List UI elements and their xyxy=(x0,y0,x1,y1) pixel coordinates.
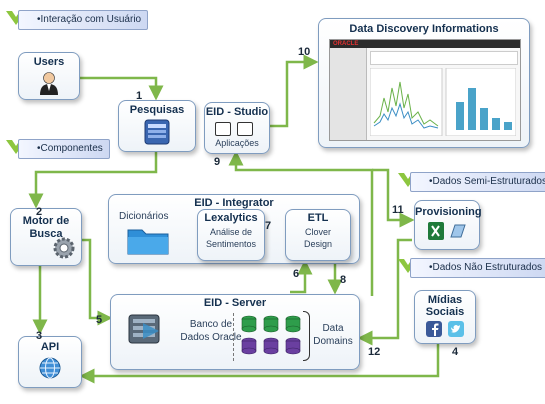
clover-label-2: Design xyxy=(303,239,332,249)
arrow-9 xyxy=(228,150,374,296)
dashboard-kpis xyxy=(370,51,518,65)
step-number-5: 5 xyxy=(96,314,103,326)
server-title: EID - Server xyxy=(203,297,267,309)
step-number-11: 11 xyxy=(392,204,404,216)
tag-interacao-label: •Interação com Usuário xyxy=(18,10,149,30)
facebook-icon xyxy=(426,321,442,337)
arrow-10 xyxy=(268,54,319,128)
motor-node: Motor de Busca xyxy=(10,208,82,266)
dashboard-screenshot: ORACLE xyxy=(329,39,521,141)
banco-label-1: Banco de xyxy=(189,319,233,330)
users-title: Users xyxy=(33,56,65,68)
data-domains-label-2: Domains xyxy=(313,336,353,347)
api-title: API xyxy=(40,341,60,353)
brace xyxy=(303,311,310,361)
provisioning-title: Provisioning xyxy=(415,206,482,218)
arrow-6 xyxy=(290,259,313,294)
integrator-node: EID - Integrator Dicionários Lexalytics … xyxy=(108,194,360,264)
tag-componentes-label: •Componentes xyxy=(18,139,110,159)
midias-title-1: Mídias xyxy=(427,294,463,306)
step-number-7: 7 xyxy=(265,220,272,232)
step-number-1: 1 xyxy=(136,90,143,102)
folder-icon xyxy=(127,229,169,255)
banco-label-2: Dados Oracle xyxy=(180,332,242,343)
divider xyxy=(233,313,234,361)
excel-icon xyxy=(428,222,444,240)
dashboard-charts xyxy=(370,68,516,136)
motor-title-1: Motor de xyxy=(22,215,70,227)
step-number-4: 4 xyxy=(452,346,459,358)
motor-title-2: Busca xyxy=(29,228,63,240)
tag-semi-label: •Dados Semi-Estruturados xyxy=(410,172,545,192)
clover-label-1: Clover xyxy=(304,227,331,237)
server-node: EID - Server Banco de Dados Oracle Data … xyxy=(110,294,360,370)
window-icon xyxy=(215,122,231,136)
arrow-2 xyxy=(28,150,158,209)
globe-icon xyxy=(39,357,61,379)
step-number-10: 10 xyxy=(298,46,311,58)
search-app-icon xyxy=(144,119,170,145)
user-icon xyxy=(40,72,58,95)
step-number-8: 8 xyxy=(340,274,347,286)
twitter-icon xyxy=(448,321,464,337)
arrow-11 xyxy=(372,168,415,228)
discovery-node: Data Discovery Informations ORACLE xyxy=(318,18,530,148)
window-icon xyxy=(237,122,253,136)
api-node: API xyxy=(18,336,82,388)
dashboard-header: ORACLE xyxy=(330,40,520,48)
step-number-2: 2 xyxy=(36,206,43,218)
document-icon xyxy=(450,224,466,238)
gear-icon xyxy=(53,237,75,259)
database-icon xyxy=(128,314,160,344)
etl-box: ETL Clover Design xyxy=(285,209,351,261)
midias-title-2: Sociais xyxy=(425,306,465,318)
pesquisas-node: Pesquisas xyxy=(118,100,196,152)
tag-nao-label: •Dados Não Estruturados xyxy=(410,258,545,278)
lexalytics-box: Lexalytics Análise de Sentimentos xyxy=(197,209,265,261)
arrow-12 xyxy=(357,238,412,346)
users-node: Users xyxy=(18,52,80,100)
studio-node: EID - Studio Aplicações xyxy=(204,102,270,154)
step-number-9: 9 xyxy=(214,156,221,168)
dashboard-sidebar xyxy=(330,48,367,140)
analise-label-1: Análise de xyxy=(209,227,253,237)
arrow-4 xyxy=(79,344,440,384)
step-number-3: 3 xyxy=(36,330,43,342)
step-number-6: 6 xyxy=(293,268,300,280)
arrow-1 xyxy=(80,76,164,101)
oracle-brand: ORACLE xyxy=(333,41,359,47)
pesquisas-title: Pesquisas xyxy=(129,104,185,116)
midias-node: Mídias Sociais xyxy=(414,290,476,344)
dicionarios-label: Dicionários xyxy=(119,211,169,222)
studio-sub: Aplicações xyxy=(215,138,259,148)
step-number-12: 12 xyxy=(368,346,381,358)
provisioning-node: Provisioning xyxy=(414,200,482,250)
integrator-title: EID - Integrator xyxy=(194,197,274,209)
discovery-title: Data Discovery Informations xyxy=(349,23,499,35)
analise-label-2: Sentimentos xyxy=(205,239,257,249)
arrow-5 xyxy=(80,238,113,326)
data-domains-label-1: Data xyxy=(322,323,344,334)
etl-title: ETL xyxy=(307,212,329,224)
studio-title: EID - Studio xyxy=(205,106,269,118)
lexalytics-title: Lexalytics xyxy=(204,212,258,224)
data-domains-icon xyxy=(241,315,301,355)
